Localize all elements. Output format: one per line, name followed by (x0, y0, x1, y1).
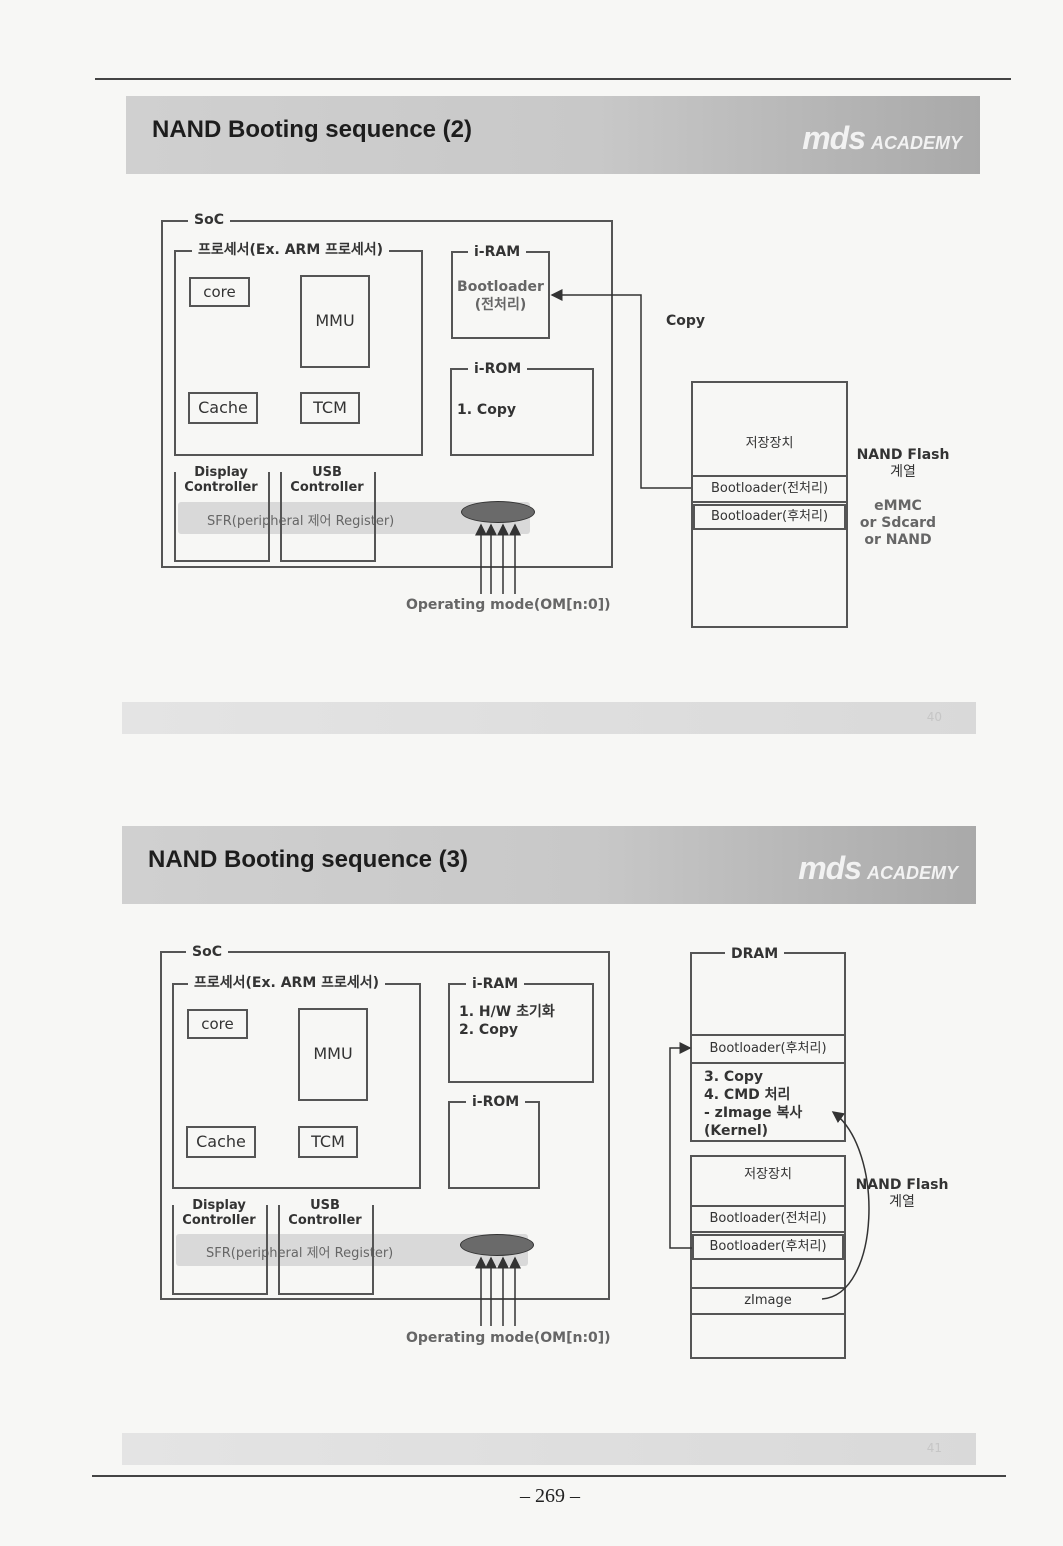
cache-block: Cache (188, 392, 258, 424)
zimage-copy-arrow (821, 1111, 870, 1300)
operating-mode-label: Operating mode(OM[n:0]) (406, 597, 611, 613)
irom-step: 1. Copy (457, 402, 516, 418)
storage-title: 저장장치 (745, 436, 794, 451)
copy-arrow (669, 1042, 692, 1249)
slide-title: NAND Booting sequence (2) (152, 116, 473, 143)
storage-row-bootloader-post: Bootloader(후처리) (692, 1234, 844, 1260)
cache-block: Cache (186, 1126, 256, 1158)
sfr-label: SFR(peripheral 제어 Register) (207, 514, 395, 529)
processor-label: 프로세서(Ex. ARM 프로세서) (188, 975, 386, 991)
mmu-block: MMU (300, 275, 370, 368)
display-controller-box (172, 1205, 268, 1295)
irom-label: i-ROM (466, 1094, 526, 1110)
top-rule (95, 78, 1011, 80)
iram-label: i-RAM (466, 976, 525, 992)
storage-box (690, 1155, 846, 1359)
processor-label: 프로세서(Ex. ARM 프로세서) (192, 242, 390, 258)
irom-label: i-ROM (468, 361, 528, 377)
core-block: core (187, 1009, 248, 1039)
usb-controller-box (280, 472, 376, 562)
slide-footer: 40 (122, 702, 976, 734)
slide-title: NAND Booting sequence (3) (148, 846, 469, 873)
om-ellipse (460, 1234, 534, 1256)
slide-number: 40 (926, 710, 942, 724)
sfr-label: SFR(peripheral 제어 Register) (206, 1246, 394, 1261)
core-block: core (189, 277, 250, 307)
copy-arrow (550, 289, 691, 489)
tcm-block: TCM (300, 392, 360, 424)
storage-row-bootloader-post: Bootloader(후처리) (693, 504, 846, 530)
storage-row-bootloader-pre: Bootloader(전처리) (691, 475, 848, 503)
usb-controller-box (278, 1205, 374, 1295)
copy-label: Copy (666, 313, 706, 329)
storage-row-zimage: zImage (690, 1287, 846, 1315)
iram-bootloader: Bootloader(전처리) (457, 279, 544, 313)
slide-number: 41 (926, 1441, 942, 1455)
soc-label: SoC (188, 212, 230, 228)
display-controller-box (174, 472, 270, 562)
soc-label: SoC (186, 944, 228, 960)
tcm-block: TCM (298, 1126, 358, 1158)
soc-box (161, 220, 613, 568)
bottom-rule (92, 1475, 1006, 1477)
storage-title: 저장장치 (744, 1167, 792, 1182)
dram-label: DRAM (725, 946, 785, 962)
soc-box (160, 951, 610, 1300)
slide-footer: 41 (122, 1433, 976, 1465)
mmu-block: MMU (298, 1008, 368, 1101)
operating-mode-label: Operating mode(OM[n:0]) (406, 1330, 611, 1346)
iram-label: i-RAM (468, 244, 527, 260)
storage-box (691, 381, 848, 628)
om-ellipse (461, 501, 535, 523)
page-number: – 269 – (520, 1485, 580, 1507)
storage-row-bootloader-pre: Bootloader(전처리) (690, 1205, 846, 1233)
